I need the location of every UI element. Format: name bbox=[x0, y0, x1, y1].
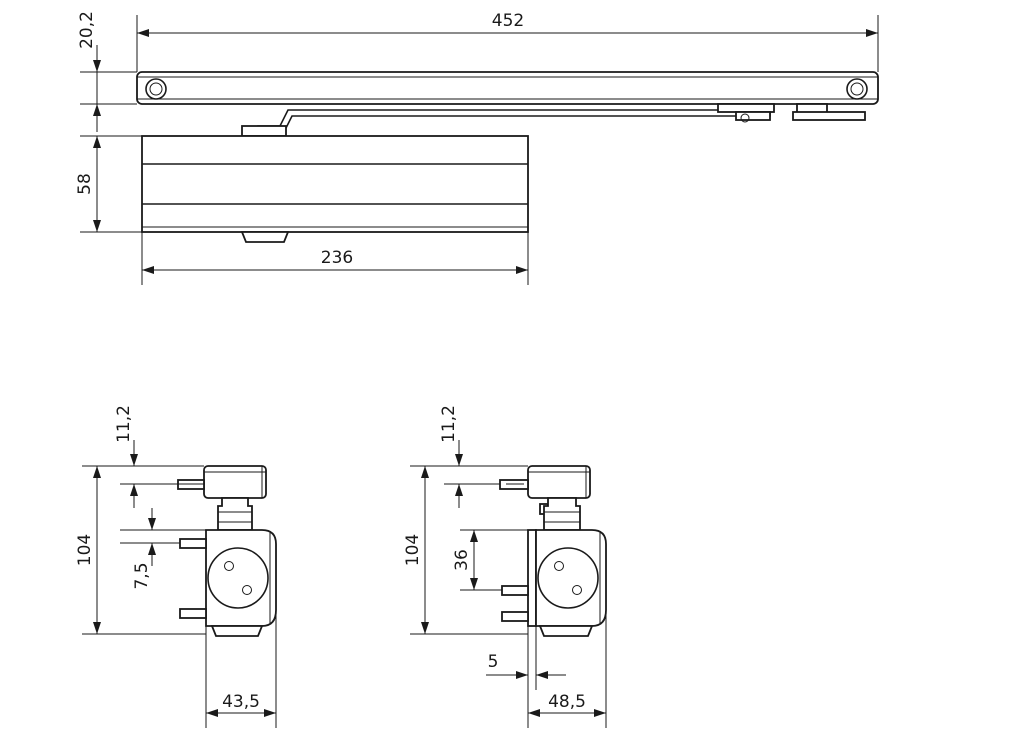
lever-link bbox=[257, 109, 771, 133]
closer-body-side-right bbox=[535, 529, 607, 627]
dim-right-height: 104 bbox=[403, 534, 423, 566]
side-view-left: 104 11,2 7,5 43,5 bbox=[75, 405, 277, 728]
dim-left-height: 104 bbox=[75, 534, 95, 566]
arm-head bbox=[203, 465, 267, 499]
side-view-right: 104 11,2 36 5 48,5 bbox=[403, 405, 607, 728]
dim-right-plate: 5 bbox=[488, 652, 499, 672]
valve-circle-right-icon bbox=[537, 547, 599, 609]
arm-head-right bbox=[527, 465, 591, 499]
dim-body-length: 236 bbox=[321, 248, 353, 268]
screw-right-icon bbox=[846, 78, 868, 100]
closer-body bbox=[141, 135, 529, 233]
dim-left-depth: 43,5 bbox=[222, 692, 260, 712]
screw-left-icon bbox=[145, 78, 167, 100]
dim-left-offset-top: 11,2 bbox=[114, 405, 134, 443]
dim-right-offset-top: 11,2 bbox=[439, 405, 459, 443]
dim-arm-length: 452 bbox=[492, 11, 524, 31]
slide-rail bbox=[136, 71, 879, 105]
closer-body-side bbox=[205, 529, 277, 627]
mounting-plate bbox=[527, 529, 537, 627]
dim-left-offset-mid: 7,5 bbox=[132, 562, 152, 589]
dim-arm-height: 20,2 bbox=[77, 11, 97, 49]
dim-right-offset-mid: 36 bbox=[452, 549, 472, 571]
valve-circle-icon bbox=[207, 547, 269, 609]
front-view: 452 20,2 58 236 bbox=[75, 11, 879, 285]
dim-right-depth: 48,5 bbox=[548, 692, 586, 712]
dim-body-height: 58 bbox=[75, 173, 95, 195]
